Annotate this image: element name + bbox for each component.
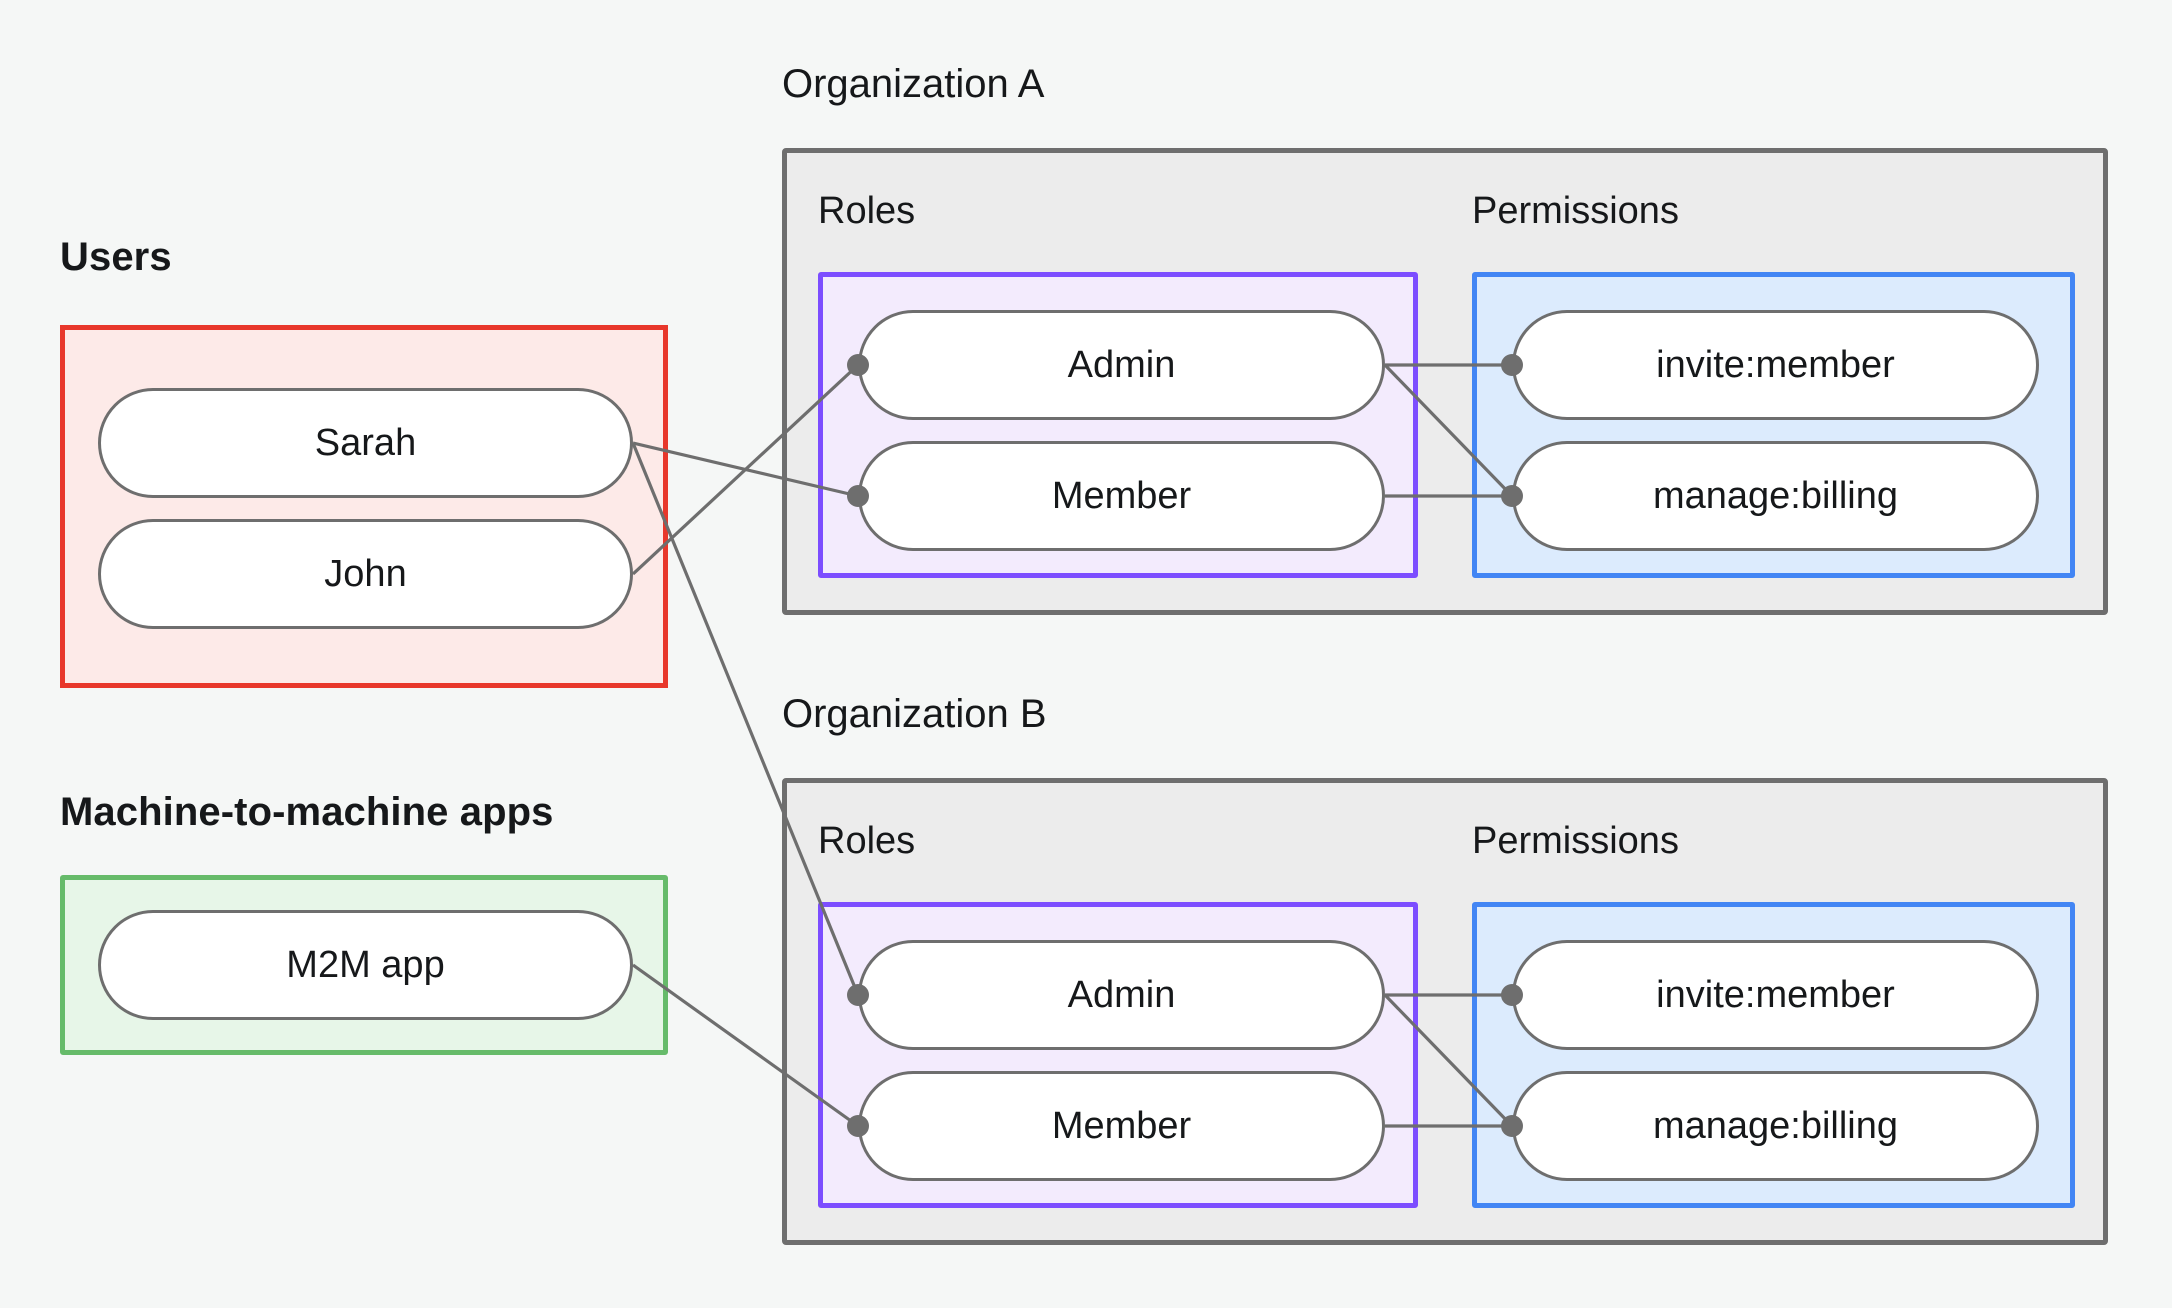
org-b-title: Organization B	[782, 692, 1047, 736]
user-pill-sarah[interactable]: Sarah	[98, 388, 633, 498]
org-a-permissions-title: Permissions	[1472, 190, 1679, 232]
org-a-title: Organization A	[782, 62, 1045, 106]
org-b-role-admin[interactable]: Admin	[858, 940, 1385, 1050]
user-pill-john[interactable]: John	[98, 519, 633, 629]
org-a-permission-manage-billing[interactable]: manage:billing	[1512, 441, 2039, 551]
org-a-permission-invite-member[interactable]: invite:member	[1512, 310, 2039, 420]
org-b-role-member[interactable]: Member	[858, 1071, 1385, 1181]
org-b-roles-title: Roles	[818, 820, 916, 862]
org-a-role-member[interactable]: Member	[858, 441, 1385, 551]
users-group-title: Users	[60, 235, 172, 279]
org-a-roles-title: Roles	[818, 190, 916, 232]
org-b-permission-invite-member[interactable]: invite:member	[1512, 940, 2039, 1050]
org-a-role-admin[interactable]: Admin	[858, 310, 1385, 420]
users-group-box	[60, 325, 668, 688]
m2m-pill-app[interactable]: M2M app	[98, 910, 633, 1020]
org-b-permissions-title: Permissions	[1472, 820, 1679, 862]
m2m-group-title: Machine-to-machine apps	[60, 790, 554, 834]
org-b-permission-manage-billing[interactable]: manage:billing	[1512, 1071, 2039, 1181]
